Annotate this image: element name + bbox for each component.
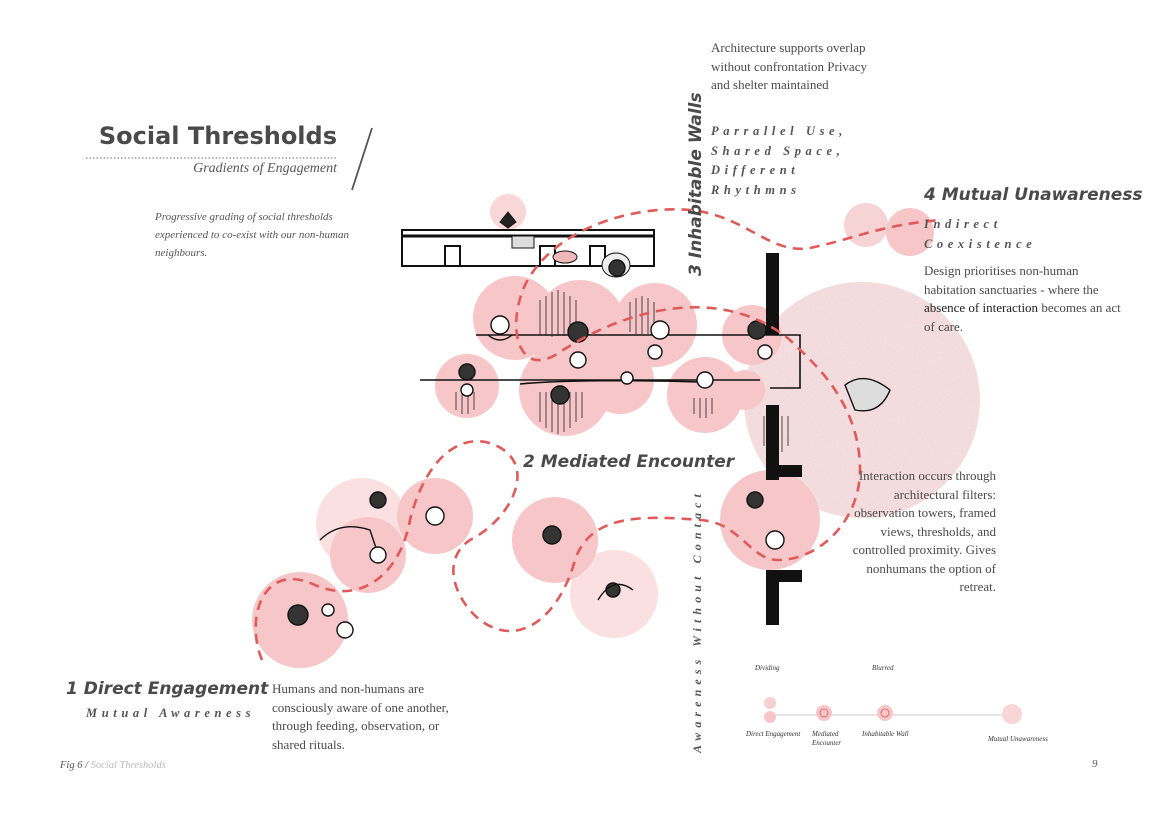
inhabitable-title: 3 Inhabitable Walls: [686, 92, 706, 276]
inhabitable-tagline-line: Rhythmns: [711, 182, 801, 197]
header-slash: [351, 127, 373, 191]
legend-scale: [764, 697, 1022, 724]
inhabitable-description: Architecture supports overlap without co…: [711, 40, 867, 92]
legend-step-direct: Direct Engagement: [746, 730, 801, 738]
engagement-path: [254, 208, 941, 661]
awareness-vertical-label: Awareness Without Contact: [690, 489, 704, 753]
black-walls: [766, 253, 802, 625]
mediated-description: Interaction occurs through architectural…: [852, 468, 996, 594]
mutual-description-highlight: absence of interaction: [924, 300, 1039, 315]
legend-blurred-label: Blurred: [872, 664, 894, 672]
mutual-tagline-line: Coexistence: [924, 237, 1037, 251]
mutual-tagline: Indirect Coexistence: [924, 214, 1036, 254]
page-number: 9: [1092, 758, 1098, 770]
mutual-tagline-line: Indirect: [924, 217, 1002, 231]
figure-title: Social Thresholds: [90, 760, 166, 771]
page-subtitle: Gradients of Engagement: [193, 161, 337, 176]
direct-title: 1 Direct Engagement: [66, 679, 269, 699]
page-title: Social Thresholds: [98, 122, 337, 150]
mutual-description-end: becomes an act of care.: [924, 300, 1121, 334]
direct-description: Humans and non-humans are consciously aw…: [272, 681, 449, 752]
direct-tagline: Mutual Awareness: [86, 706, 256, 720]
inhabitable-tagline: Parrallel Use, Shared Space, Different R…: [711, 122, 847, 200]
figure-caption: Fig 6 / Social Thresholds: [60, 760, 166, 771]
mutual-description: Design prioritises non-human habitation …: [924, 262, 1124, 336]
figure-sketches: [287, 259, 891, 639]
mutual-description-start: Design prioritises non-human habitation …: [924, 263, 1099, 297]
mutual-title: 4 Mutual Unawareness: [924, 185, 1143, 205]
mediated-title: 2 Mediated Encounter: [523, 452, 735, 472]
legend-step-inhabitable: Inhabitable Wall: [862, 730, 909, 738]
legend-step-mediated: Mediated Encounter: [812, 730, 842, 747]
inhabitable-tagline-line: Shared Space,: [711, 143, 845, 158]
page-description: Progressive grading of social thresholds…: [155, 211, 349, 259]
inhabitable-tagline-line: Different: [711, 163, 800, 177]
legend-step-mutual: Mutual Unawareness: [988, 735, 1048, 743]
legend-dividing-label: Dividing: [755, 664, 780, 672]
inhabitable-tagline-line: Parrallel Use,: [711, 124, 847, 138]
figure-label: Fig 6 /: [60, 760, 88, 771]
